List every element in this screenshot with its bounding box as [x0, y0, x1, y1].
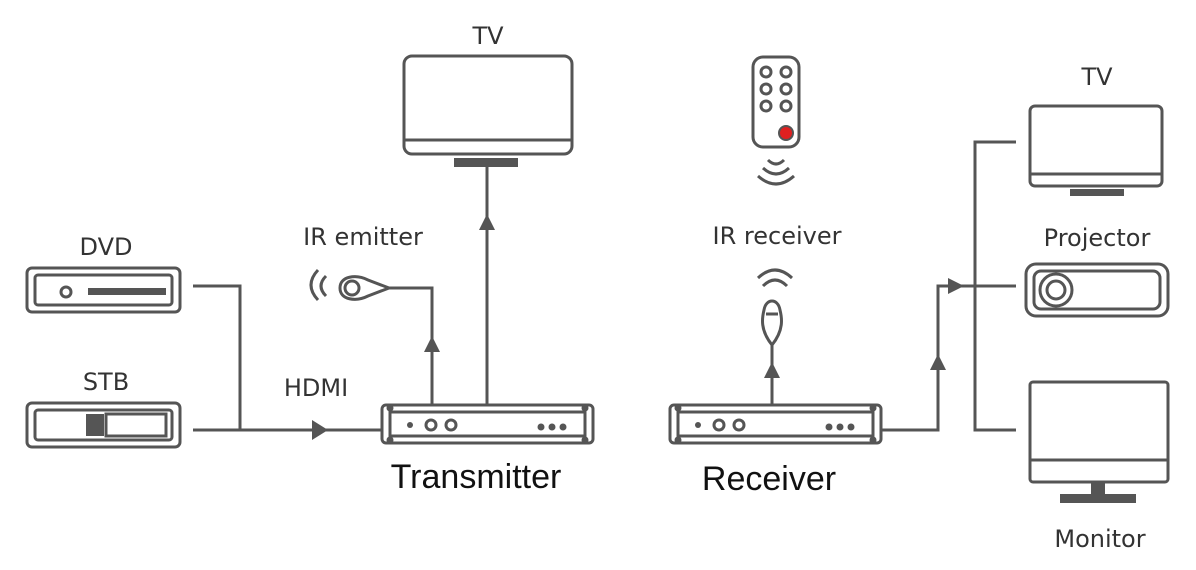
receiver-box-icon: [668, 403, 883, 445]
signal-waves-icon: [757, 158, 795, 186]
remote-control-icon: [751, 55, 801, 149]
set-top-box-icon: [25, 401, 182, 449]
arrow-icon: [312, 214, 964, 440]
projector-icon: [1024, 262, 1170, 318]
monitor-icon: [1028, 380, 1170, 503]
tv-icon: [1028, 104, 1164, 196]
tv-top-label: TV: [471, 22, 504, 50]
signal-waves-icon: [756, 268, 794, 288]
transmitter-label: Transmitter: [391, 458, 562, 496]
signal-waves-icon: [309, 268, 328, 302]
tv-icon: [402, 54, 574, 167]
projector-label: Projector: [1044, 224, 1151, 252]
ir-emitter-icon: [338, 275, 394, 301]
hdmi-label: HDMI: [284, 374, 348, 402]
transmitter-box-icon: [380, 403, 595, 445]
receiver-label: Receiver: [702, 460, 836, 498]
dvd-label: DVD: [80, 233, 133, 261]
monitor-label: Monitor: [1054, 525, 1145, 553]
ir-emitter-label: IR emitter: [303, 223, 423, 251]
ir-receiver-icon: [760, 299, 784, 348]
tv-right-label: TV: [1080, 63, 1113, 91]
ir-receiver-label: IR receiver: [713, 222, 842, 250]
dvd-player-icon: [25, 266, 182, 314]
stb-label: STB: [83, 368, 129, 396]
